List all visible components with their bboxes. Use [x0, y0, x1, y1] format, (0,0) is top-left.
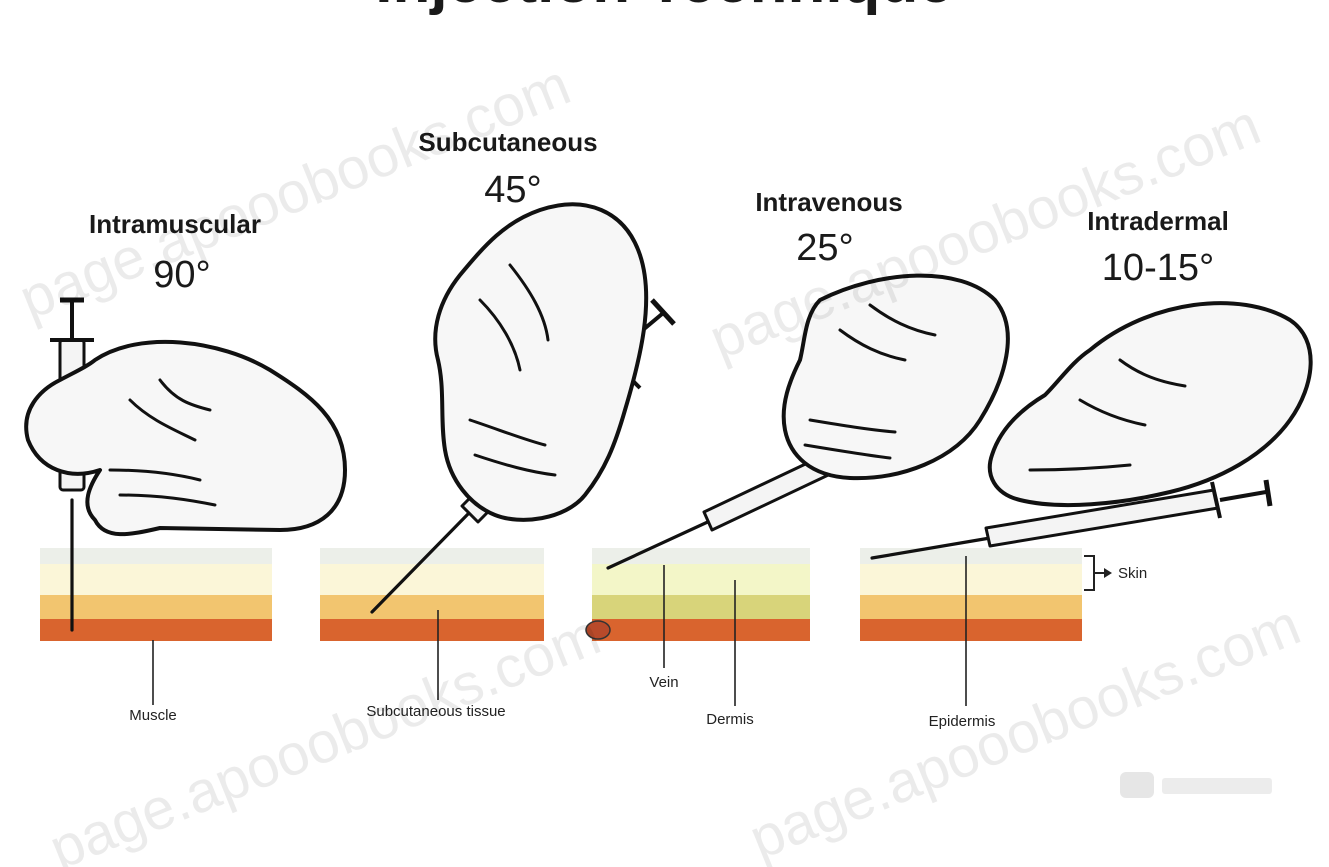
- technique-name-intravenous: Intravenous: [755, 187, 902, 217]
- technique-angle-subcutaneous: 45°: [484, 169, 541, 211]
- diagram-title: Injection Technique: [375, 0, 953, 16]
- technique-angle-intradermal: 10-15°: [1102, 247, 1214, 289]
- watermark-3: page.apooobooks.com: [41, 602, 610, 867]
- skin-bracket: [1084, 556, 1112, 590]
- label-vein: Vein: [649, 674, 678, 691]
- label-muscle: Muscle: [129, 707, 177, 724]
- skin-block-subcutaneous: [320, 548, 544, 641]
- corner-logo-icon: [1120, 772, 1272, 798]
- label-dermis: Dermis: [706, 711, 754, 728]
- skin-block-intradermal: [860, 548, 1082, 641]
- label-skin: Skin: [1118, 565, 1147, 582]
- skin-block-intramuscular: [40, 548, 272, 641]
